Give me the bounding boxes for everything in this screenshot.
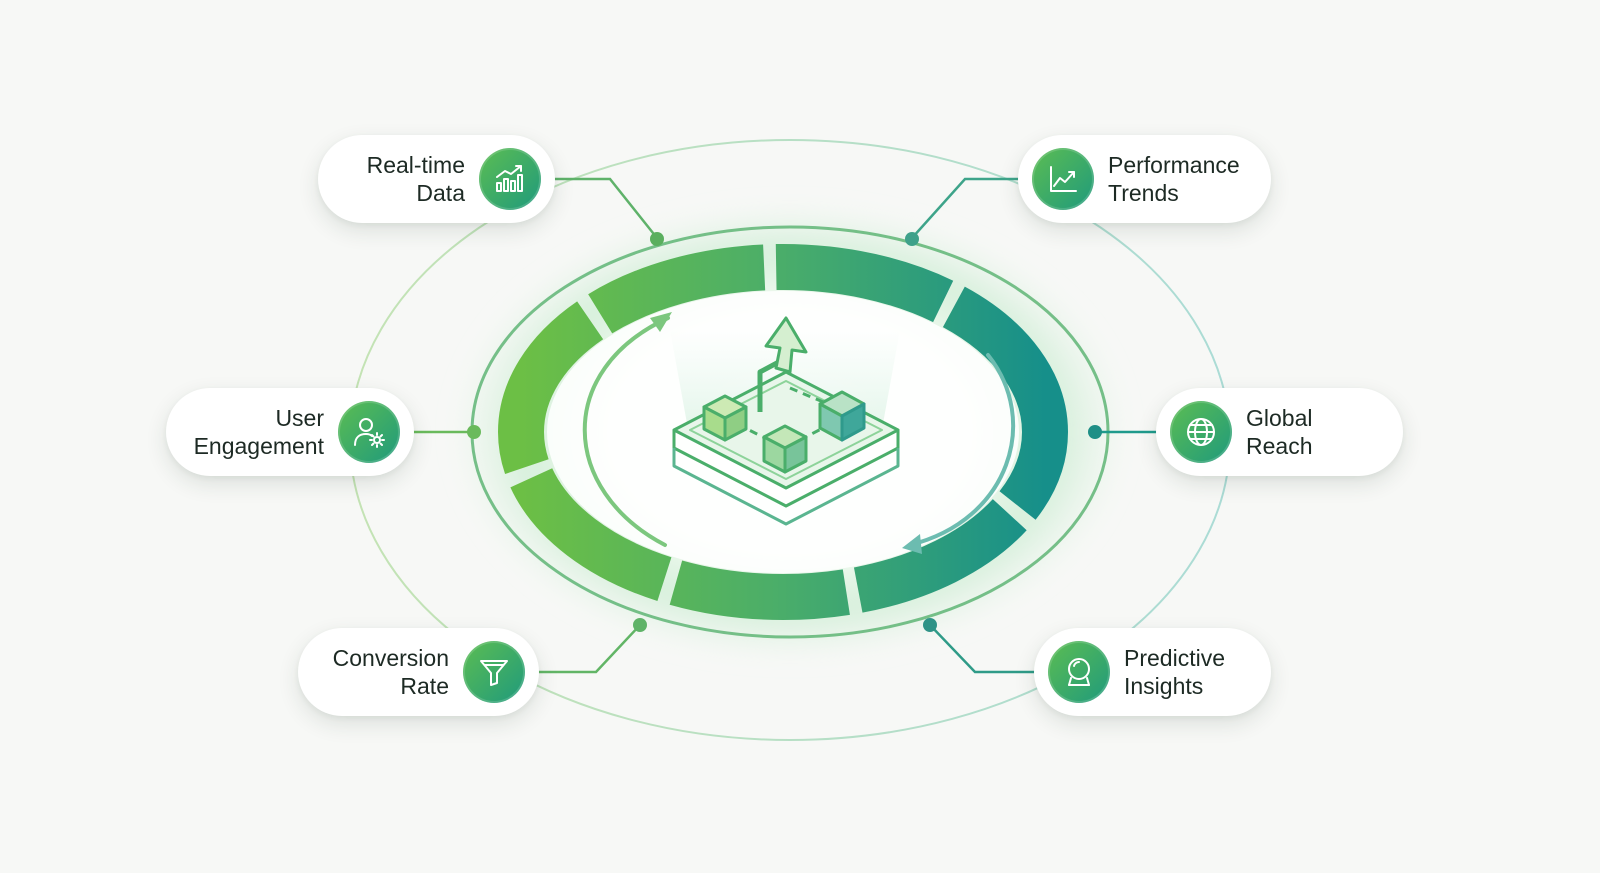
connector-predictive <box>928 623 1036 674</box>
bar-chart-icon <box>479 148 541 210</box>
isometric-cubes-arrow-icon <box>672 316 900 526</box>
line-chart-icon <box>1032 148 1094 210</box>
connector-conversion <box>537 623 642 674</box>
node-user-engagement: User Engagement <box>166 388 414 476</box>
connector-dots <box>467 232 1102 632</box>
node-global-reach: Global Reach <box>1156 388 1403 476</box>
node-label: User Engagement <box>193 405 324 459</box>
dot-performance <box>905 232 919 246</box>
node-predictive-insights: Predictive Insights <box>1034 628 1271 716</box>
user-gear-icon <box>338 401 400 463</box>
connector-performance <box>910 177 1022 240</box>
funnel-icon <box>463 641 525 703</box>
main-ring <box>498 244 1068 620</box>
connectors <box>412 177 1158 674</box>
node-label: Conversion Rate <box>332 645 449 699</box>
node-realtime-data: Real-time Data <box>318 135 555 223</box>
dot-engagement <box>467 425 481 439</box>
node-label: Real-time Data <box>366 152 465 206</box>
crystal-ball-icon <box>1048 641 1110 703</box>
cycle-arrowhead-top <box>650 312 672 332</box>
cycle-arrowhead-bottom <box>902 534 922 554</box>
globe-icon <box>1170 401 1232 463</box>
node-conversion-rate: Conversion Rate <box>298 628 539 716</box>
node-label: Global Reach <box>1246 405 1313 459</box>
dot-conversion <box>633 618 647 632</box>
cycle-arrow-top <box>582 316 670 547</box>
node-label: Predictive Insights <box>1124 645 1225 699</box>
node-performance-trends: Performance Trends <box>1018 135 1271 223</box>
connector-realtime <box>553 177 659 240</box>
node-label: Performance Trends <box>1108 152 1240 206</box>
dot-predictive <box>923 618 937 632</box>
dot-realtime <box>650 232 664 246</box>
dot-global <box>1088 425 1102 439</box>
cycle-arrow-bottom <box>908 353 1016 547</box>
